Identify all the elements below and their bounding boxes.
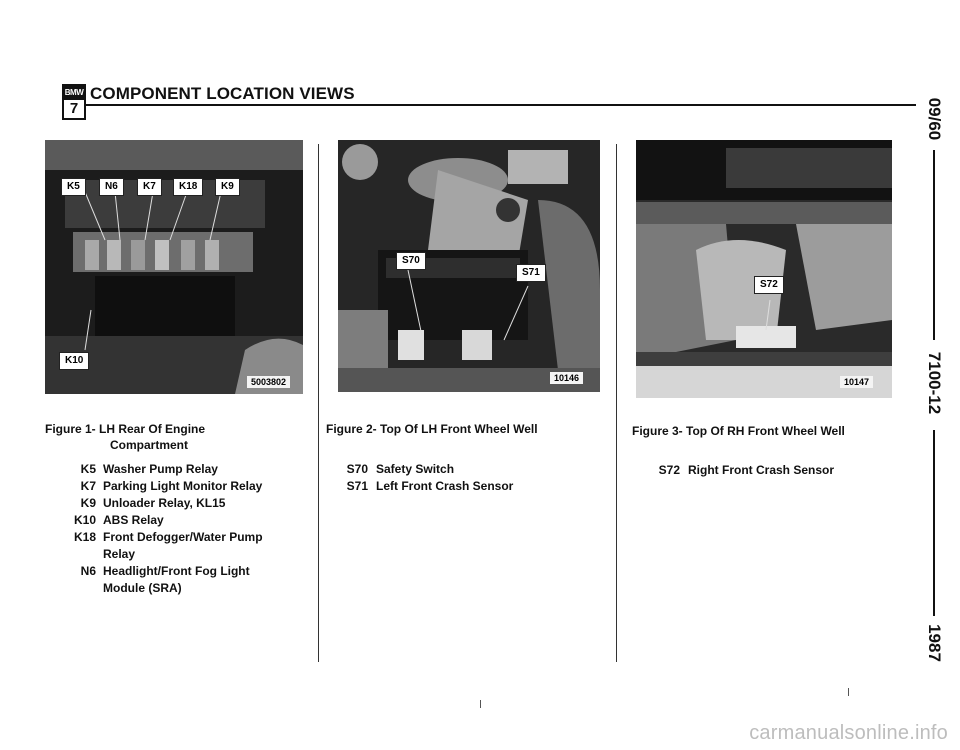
photo-tag-s70: S70	[396, 252, 426, 270]
legend-code: N6	[80, 564, 96, 578]
logo-series-number: 7	[69, 100, 79, 117]
photo-tag-k5: K5	[61, 178, 86, 196]
legend-description: Parking Light Monitor Relay	[103, 479, 263, 493]
page-title: COMPONENT LOCATION VIEWS	[90, 84, 355, 103]
figure-1-caption: Figure 1- LH Rear Of Engine	[45, 422, 205, 436]
legend-description-continued: Module (SRA)	[103, 581, 182, 595]
scan-mark	[848, 688, 849, 696]
figure-1-photo: K5 N6 K7 K18 K9 K10 5003802	[45, 140, 303, 394]
legend-code: S70	[346, 462, 368, 476]
bmw-7-logo: BMW 7	[62, 84, 86, 120]
figure-2-label: Figure 2-	[326, 422, 377, 436]
figure-1-title-line-2: Compartment	[110, 438, 189, 452]
side-page-number: 7100-12	[925, 351, 944, 415]
photo-tag-s72: S72	[754, 276, 784, 294]
photo-tag-k7: K7	[137, 178, 162, 196]
legend-code: S71	[346, 479, 368, 493]
side-rule-bottom	[933, 430, 935, 616]
legend-code: K7	[80, 479, 96, 493]
figure-3-caption: Figure 3- Top Of RH Front Wheel Well	[632, 424, 845, 438]
photo-tag-n6: N6	[99, 178, 124, 196]
legend-description: Safety Switch	[376, 462, 455, 476]
legend-description: Unloader Relay, KL15	[103, 496, 226, 510]
legend-code: K5	[80, 462, 96, 476]
scan-mark	[480, 700, 481, 708]
figure-3-label: Figure 3-	[632, 424, 683, 438]
figure-3-photo: S72 10147	[636, 140, 892, 398]
side-year: 1987	[925, 624, 944, 662]
legend-description: ABS Relay	[103, 513, 164, 527]
legend-description: Washer Pump Relay	[103, 462, 218, 476]
legend-code: K9	[80, 496, 96, 510]
legend-code: S72	[658, 463, 680, 477]
figure-2-title: Top Of LH Front Wheel Well	[380, 422, 538, 436]
legend-description: Headlight/Front Fog Light	[103, 564, 250, 578]
figure-1-label: Figure 1-	[45, 422, 96, 436]
legend-description: Right Front Crash Sensor	[688, 463, 835, 477]
photo-tag-s71: S71	[516, 264, 546, 282]
header-rule	[86, 104, 916, 106]
figure-2-caption: Figure 2- Top Of LH Front Wheel Well	[326, 422, 538, 436]
legend-description-continued: Relay	[103, 547, 136, 561]
legend-description: Left Front Crash Sensor	[376, 479, 514, 493]
photo-tag-k18: K18	[173, 178, 204, 196]
figure-2-photo: S70 S71 10146	[338, 140, 600, 392]
figure-1-title: LH Rear Of Engine	[99, 422, 206, 436]
side-rule-top	[933, 150, 935, 340]
figure-3-title: Top Of RH Front Wheel Well	[686, 424, 845, 438]
legend-code: K10	[73, 513, 96, 527]
legend-description: Front Defogger/Water Pump	[103, 530, 263, 544]
photo-number: 5003802	[247, 376, 291, 388]
logo-brand-text: BMW	[64, 86, 84, 100]
photo-number: 10147	[840, 376, 874, 388]
photo-tag-k10: K10	[59, 352, 90, 370]
photo-number: 10146	[550, 372, 584, 384]
watermark: carmanualsonline.info	[749, 722, 948, 744]
side-date: 09/60	[925, 97, 944, 141]
column-divider-1	[318, 144, 319, 662]
legend-code: K18	[73, 530, 96, 544]
photo-tag-k9: K9	[215, 178, 240, 196]
column-divider-2	[616, 144, 617, 662]
